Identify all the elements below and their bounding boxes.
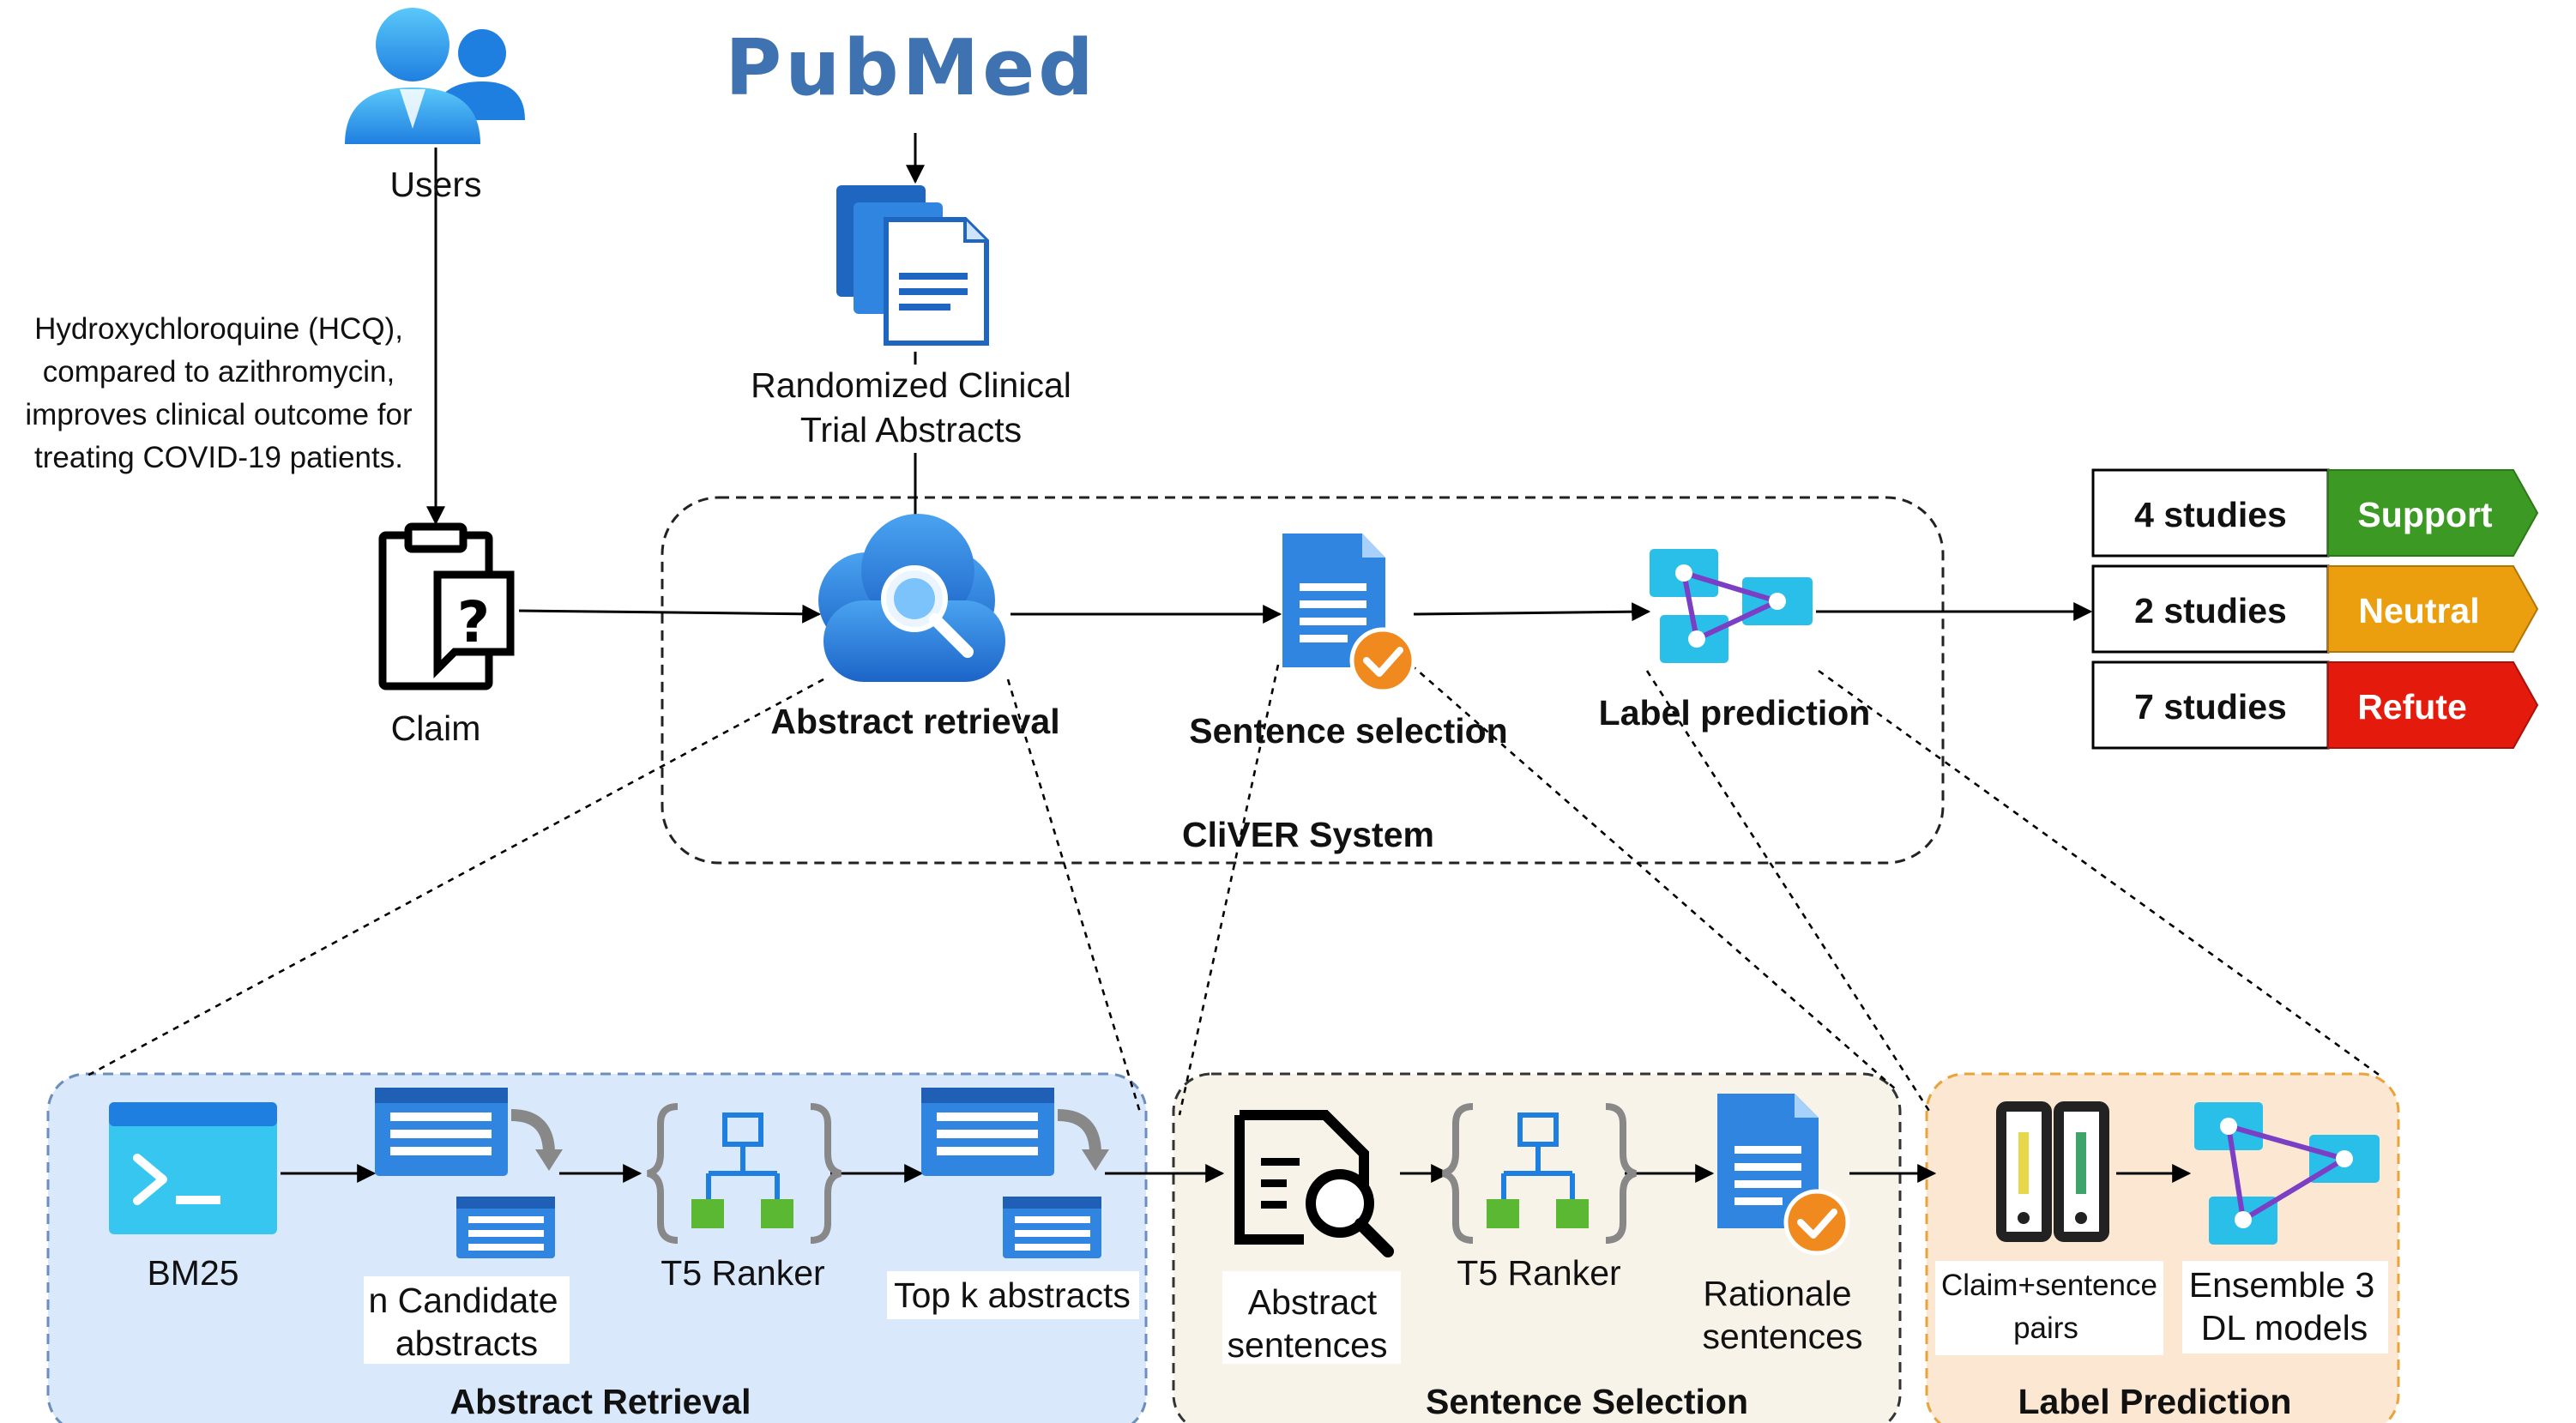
document-search-icon [1234, 1110, 1394, 1257]
ensemble-label-bg [2182, 1261, 2388, 1354]
refute-label: Refute [2357, 687, 2467, 727]
candidates-label-line2: abstracts [395, 1324, 538, 1363]
topk-label: Top k abstracts [894, 1275, 1131, 1315]
rationale-sentences-line2: sentences [1703, 1317, 1863, 1356]
candidates-label-bg [364, 1276, 570, 1364]
binders-icon [1996, 1101, 2109, 1242]
clipboard-question-icon: ? [378, 522, 515, 690]
ensemble-label-line1: Ensemble 3 [2189, 1265, 2375, 1305]
abstract-sentences-line2: sentences [1228, 1325, 1388, 1365]
topk-label-bg [887, 1271, 1139, 1319]
pairs-label-line2: pairs [2013, 1311, 2078, 1345]
sentence-selection-panel-title: Sentence Selection [1426, 1382, 1748, 1421]
pubmed-logo-text: PubMed [725, 23, 1096, 113]
abstracts-source-line2: Trial Abstracts [800, 410, 1022, 449]
terminal-icon [109, 1102, 277, 1234]
abstract-retrieval-label: Abstract retrieval [770, 702, 1059, 741]
ranker-icon [646, 1103, 842, 1244]
cliver-system-title: CliVER System [1182, 815, 1434, 854]
result-row-neutral: 2 studies Neutral [2091, 564, 2539, 654]
network-icon [1650, 549, 1813, 663]
label-prediction-label: Label prediction [1599, 693, 1871, 733]
support-badge [2327, 469, 2539, 557]
neutral-badge [2327, 565, 2539, 653]
cliver-system-box: CliVER System [661, 496, 1945, 865]
pubmed-logo: PubMed [725, 23, 1096, 113]
claim-text-line4: treating COVID-19 patients. [34, 441, 403, 474]
cloud-search-icon [818, 514, 1005, 682]
claim-text-line2: compared to azithromycin, [43, 355, 395, 389]
result-row-support: 4 studies Support [2091, 468, 2539, 558]
rationale-sentences-line1: Rationale [1703, 1274, 1851, 1313]
claim-label: Claim [391, 708, 481, 748]
abstracts-source-line1: Randomized Clinical [751, 365, 1071, 405]
list-copy-icon [375, 1088, 563, 1258]
abstract-retrieval-panel-title: Abstract Retrieval [450, 1382, 751, 1421]
list-copy-icon-topk [921, 1088, 1109, 1258]
ensemble-label-line2: DL models [2201, 1308, 2368, 1348]
label-prediction-panel-title: Label Prediction [2018, 1382, 2292, 1421]
pairs-label-line1: Claim+sentence [1941, 1269, 2157, 1302]
document-check-icon [1282, 534, 1416, 694]
connector-arrows [281, 133, 2192, 1183]
neutral-count: 2 studies [2134, 591, 2287, 630]
users-label: Users [389, 165, 481, 204]
zoom-lines [85, 664, 2382, 1116]
candidates-label-line1: n Candidate [368, 1281, 558, 1320]
result-row-refute: 7 studies Refute [2091, 660, 2539, 750]
refute-count: 7 studies [2134, 687, 2287, 727]
users-icon [345, 8, 525, 144]
abstract-sentences-label-bg [1222, 1271, 1401, 1364]
pairs-label-bg [1935, 1261, 2163, 1355]
abstract-retrieval-panel: Abstract Retrieval [46, 1072, 1148, 1423]
claim-text-line1: Hydroxychloroquine (HCQ), [34, 312, 403, 346]
document-check-icon-rationale [1717, 1094, 1850, 1256]
neutral-label: Neutral [2358, 591, 2479, 630]
ranker-icon-sentences [1441, 1103, 1638, 1244]
svg-text:?: ? [457, 589, 490, 655]
network-icon-ensemble [2194, 1102, 2380, 1245]
t5-ranker-sentences-label: T5 Ranker [1457, 1253, 1620, 1293]
support-count: 4 studies [2134, 495, 2287, 534]
claim-text-line3: improves clinical outcome for [25, 398, 413, 431]
abstract-sentences-line1: Abstract [1248, 1282, 1378, 1322]
refute-badge [2327, 661, 2539, 749]
documents-icon [836, 185, 989, 346]
t5-ranker-label: T5 Ranker [661, 1253, 824, 1293]
sentence-selection-label: Sentence selection [1189, 711, 1507, 751]
support-label: Support [2357, 495, 2492, 534]
bm25-label: BM25 [147, 1253, 238, 1293]
